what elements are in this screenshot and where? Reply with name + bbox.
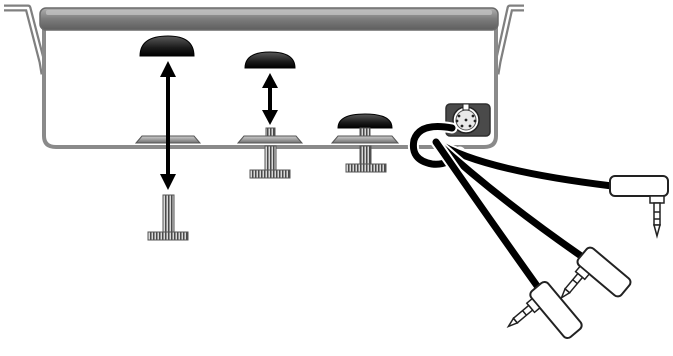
knob-cap — [139, 35, 195, 57]
post-base — [345, 163, 387, 173]
right-bracket — [492, 4, 524, 75]
plug-tip — [653, 202, 661, 226]
mount-plate — [236, 135, 304, 144]
jack-plug-bottom — [506, 280, 583, 340]
plug-body — [609, 175, 669, 197]
mount-plate — [330, 135, 400, 144]
plug-tip — [512, 304, 534, 324]
plug-body — [576, 246, 632, 298]
left-bracket — [4, 4, 48, 75]
plug-body — [529, 280, 583, 340]
knob-cap — [337, 113, 393, 129]
threaded-post — [264, 145, 277, 171]
knob-retracted — [330, 113, 400, 173]
plug-tip — [563, 272, 584, 294]
jack-plug-right — [609, 175, 669, 239]
threaded-post — [162, 194, 175, 234]
post-base — [147, 231, 189, 241]
cable-bundle — [407, 121, 618, 296]
knob-fully-extended — [134, 35, 202, 241]
double-arrow-icon — [262, 73, 278, 125]
post-base — [249, 169, 291, 179]
knob-half-extended — [236, 51, 304, 179]
cable-bottom — [432, 138, 544, 294]
knob-cap — [244, 51, 296, 69]
threaded-post — [359, 145, 372, 165]
jack-plug-middle — [560, 246, 632, 300]
double-arrow-icon — [160, 61, 176, 190]
